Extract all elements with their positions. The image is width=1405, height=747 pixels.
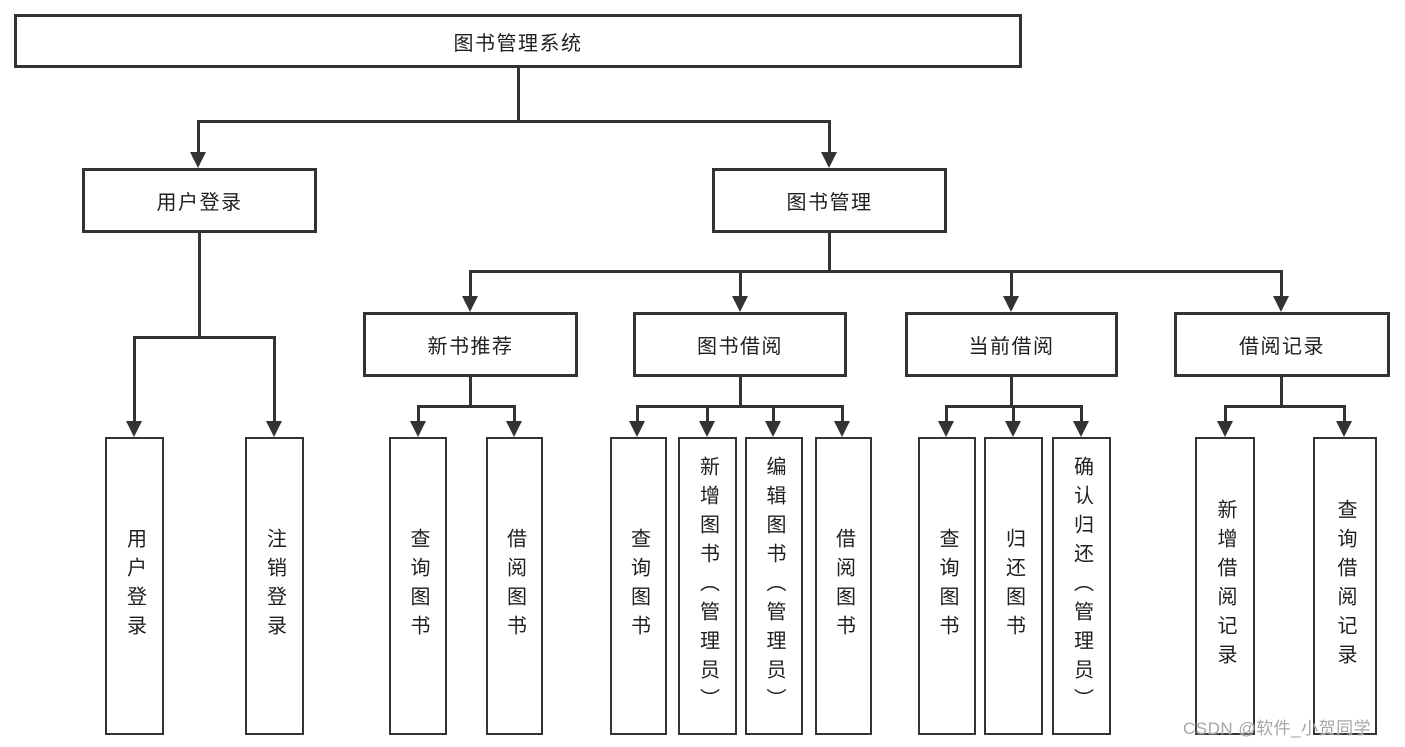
arrowhead (821, 152, 837, 168)
leaf-add-borrow-record: 新增借阅记录 (1195, 437, 1255, 735)
leaf-confirm-return-admin: 确认归还（管理员） (1052, 437, 1111, 735)
arrowhead (1217, 421, 1233, 437)
connector-stem (1343, 405, 1346, 423)
connector-stub (469, 377, 472, 407)
leaf-edit-book-admin: 编辑图书（管理员） (745, 437, 803, 735)
arrowhead (190, 152, 206, 168)
connector-stem (1080, 405, 1083, 423)
connector-stem (772, 405, 775, 423)
node-book-borrow: 图书借阅 (633, 312, 847, 377)
connector-stem (706, 405, 709, 423)
arrowhead (126, 421, 142, 437)
leaf-return-book: 归还图书 (984, 437, 1043, 735)
connector-bar (469, 270, 1282, 273)
connector-bar (1224, 405, 1345, 408)
node-new-book-recommend: 新书推荐 (363, 312, 578, 377)
leaf-borrow-books-recommend: 借阅图书 (486, 437, 543, 735)
connector-stub (828, 233, 831, 273)
connector-stem (1224, 405, 1227, 423)
node-root: 图书管理系统 (14, 14, 1022, 68)
connector-stub (1280, 377, 1283, 407)
arrowhead (266, 421, 282, 437)
node-book-management: 图书管理 (712, 168, 947, 233)
connector-stem (828, 120, 831, 154)
node-borrow-records: 借阅记录 (1174, 312, 1390, 377)
arrowhead (699, 421, 715, 437)
connector-stem (1280, 270, 1283, 298)
arrowhead (765, 421, 781, 437)
connector-stub (739, 377, 742, 407)
connector-stem (133, 336, 136, 422)
connector-bar (636, 405, 843, 408)
arrowhead (1336, 421, 1352, 437)
connector-stem (513, 405, 516, 423)
connector-root-stub (517, 68, 520, 120)
leaf-borrow-books: 借阅图书 (815, 437, 872, 735)
arrowhead (1273, 296, 1289, 312)
connector-root-bar (197, 120, 830, 123)
leaf-add-book-admin: 新增图书（管理员） (678, 437, 737, 735)
arrowhead (462, 296, 478, 312)
connector-stem (841, 405, 844, 423)
arrowhead (1003, 296, 1019, 312)
leaf-query-books-current: 查询图书 (918, 437, 976, 735)
arrowhead (1073, 421, 1089, 437)
connector-stem (197, 120, 200, 154)
node-current-borrow: 当前借阅 (905, 312, 1118, 377)
arrowhead (1005, 421, 1021, 437)
connector-stem (945, 405, 948, 423)
arrowhead (834, 421, 850, 437)
connector-bar (133, 336, 276, 339)
connector-stem (469, 270, 472, 298)
connector-stem (1010, 270, 1013, 298)
arrowhead (410, 421, 426, 437)
leaf-query-books-recommend: 查询图书 (389, 437, 447, 735)
arrowhead (732, 296, 748, 312)
connector-stub (198, 233, 201, 338)
arrowhead (506, 421, 522, 437)
connector-bar (417, 405, 516, 408)
connector-stem (739, 270, 742, 298)
arrowhead (938, 421, 954, 437)
watermark: CSDN @软件_小贺同学 (1183, 719, 1372, 738)
connector-stem (417, 405, 420, 423)
arrowhead (629, 421, 645, 437)
leaf-query-borrow-record: 查询借阅记录 (1313, 437, 1377, 735)
leaf-query-books-borrow: 查询图书 (610, 437, 667, 735)
connector-stem (636, 405, 639, 423)
leaf-logout: 注销登录 (245, 437, 304, 735)
connector-stem (273, 336, 276, 422)
connector-stub (1010, 377, 1013, 407)
leaf-user-login: 用户登录 (105, 437, 164, 735)
node-user-login: 用户登录 (82, 168, 317, 233)
connector-stem (1012, 405, 1015, 423)
